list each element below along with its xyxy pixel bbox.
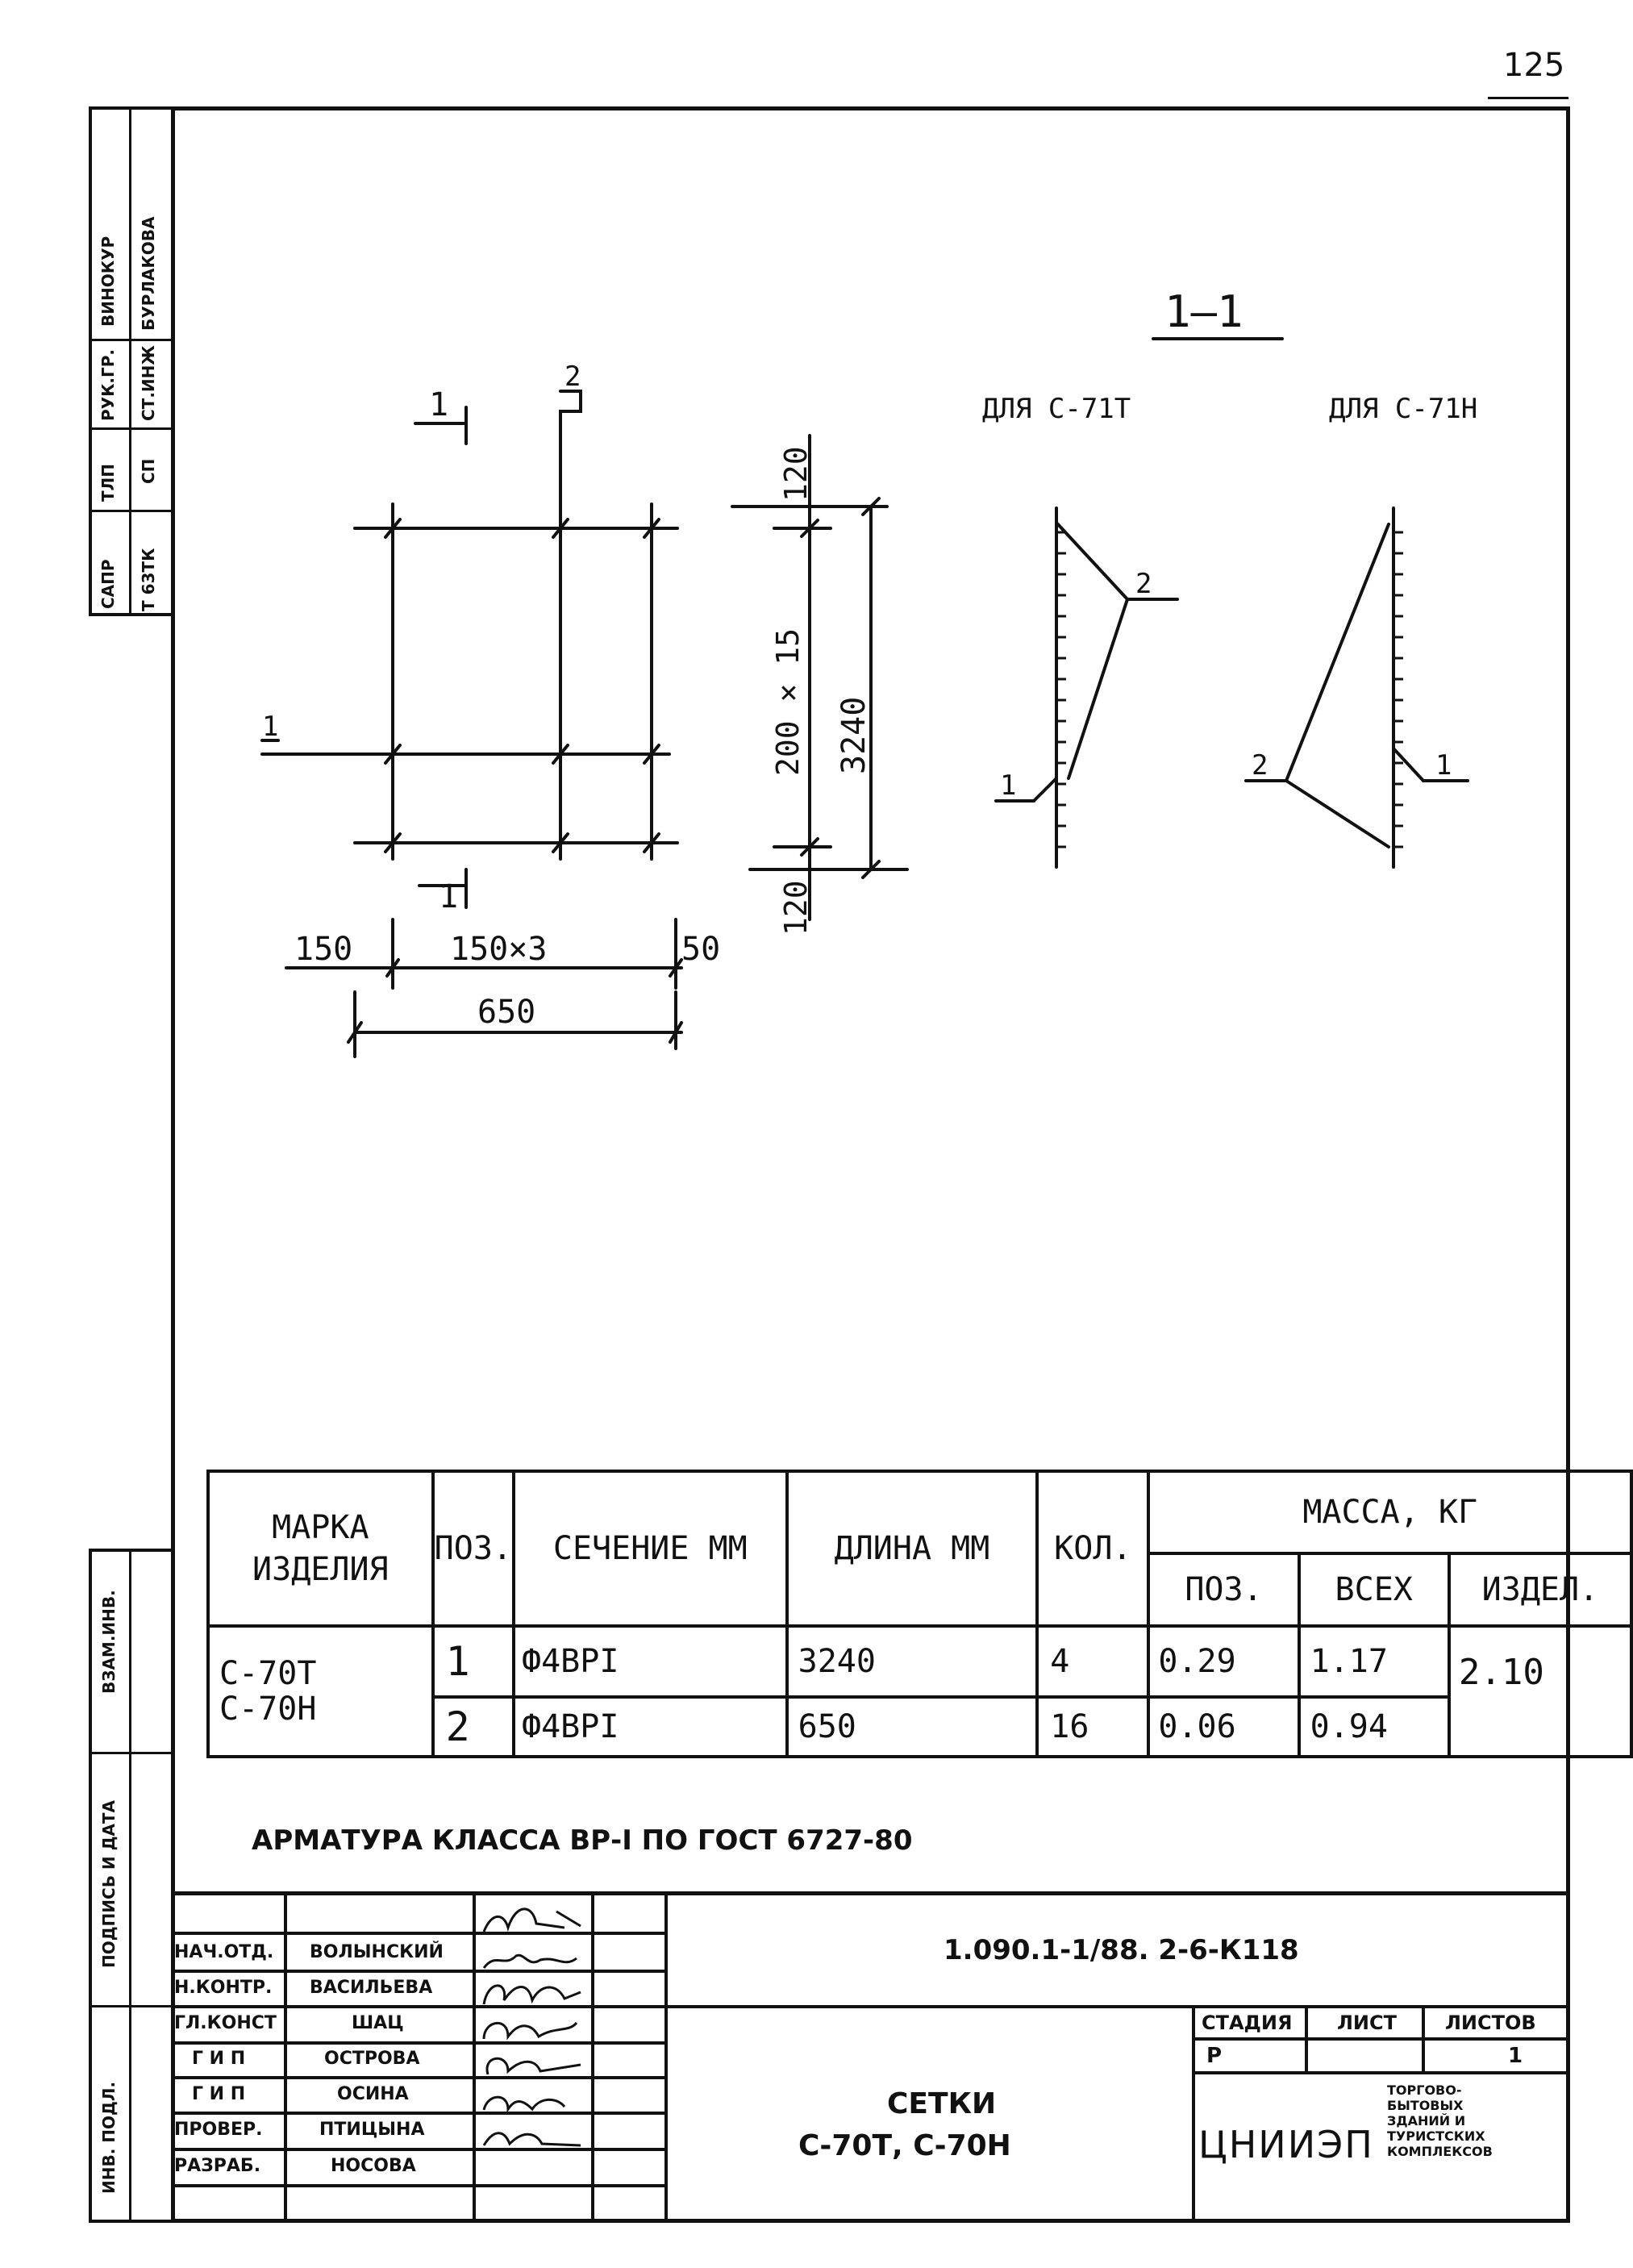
rod-ticks-right	[1393, 531, 1403, 848]
section-mark-top-label: 1	[429, 386, 448, 423]
name-4: ОСИНА	[337, 2084, 409, 2104]
role-4: Г И П	[192, 2084, 246, 2104]
label-for-c71h: ДЛЯ С-71Н	[1329, 393, 1477, 425]
pos1-label-c71h: 1	[1435, 749, 1452, 782]
org-sub-0: ТОРГОВО-	[1387, 2082, 1462, 2098]
th-mark: МАРКА ИЗДЕЛИЯ	[206, 1470, 435, 1628]
dim-650: 650	[477, 994, 535, 1031]
left-bottom-stamp-divider-h1	[89, 1752, 171, 1754]
sheets-value: 1	[1508, 2044, 1523, 2068]
th-section: СЕЧЕНИЕ ММ	[511, 1470, 789, 1628]
section-title: 1—1	[1164, 286, 1243, 337]
cell-section: Ф4ВРI	[511, 1624, 789, 1699]
name-3: ОСТРОВА	[324, 2049, 420, 2069]
th-qty: КОЛ.	[1035, 1470, 1151, 1628]
role-5: ПРОВЕР.	[174, 2120, 263, 2140]
name-6: НОСОВА	[331, 2156, 416, 2176]
name-1: ВАСИЛЬЕВА	[310, 1978, 433, 1998]
org-sub-3: ТУРИСТСКИХ	[1387, 2128, 1485, 2144]
organization-name: ЦНИИЭП	[1198, 2123, 1374, 2166]
sheet-number: 125	[1503, 47, 1565, 84]
th-length: ДЛИНА ММ	[785, 1470, 1039, 1628]
left-bottom-stamp-divider-v	[129, 1549, 131, 2223]
left-bottom-stamp-divider-h2	[89, 2005, 171, 2007]
sheet-number-underline	[1488, 97, 1568, 99]
mark-line-1: С-70Т	[219, 1655, 317, 1692]
dim-200x15: 200 × 15	[770, 628, 806, 776]
cell-mass-pos: 0.06	[1147, 1695, 1301, 1758]
cell-mass-all: 0.94	[1297, 1695, 1451, 1758]
pos2-label-c71h: 2	[1252, 749, 1268, 782]
cell-qty: 16	[1035, 1695, 1151, 1758]
th-pos: ПОЗ.	[431, 1470, 515, 1628]
dim-120-top: 120	[778, 446, 814, 502]
name-0: ВОЛЫНСКИЙ	[310, 1942, 444, 1962]
pos2-label-c71t: 2	[1135, 568, 1152, 600]
document-code: 1.090.1-1/88. 2-6-К118	[944, 1934, 1299, 1966]
role-0: НАЧ.ОТД.	[174, 1942, 274, 1962]
role-1: Н.КОНТР.	[174, 1978, 273, 1998]
cell-mass-pos: 0.29	[1147, 1624, 1301, 1699]
role-3: Г И П	[192, 2049, 246, 2069]
name-5: ПТИЦЫНА	[319, 2120, 425, 2140]
org-sub-1: БЫТОВЫХ	[1387, 2098, 1464, 2113]
label-for-c71t: ДЛЯ С-71Т	[982, 393, 1131, 425]
org-sub-2: ЗДАНИЙ И	[1387, 2113, 1466, 2128]
th-mass-pos: ПОЗ.	[1147, 1552, 1301, 1628]
dim-120-bottom: 120	[778, 880, 814, 936]
drawing-name-line-2: С-70Т, С-70Н	[798, 2129, 1011, 2162]
cell-length: 3240	[785, 1624, 1039, 1699]
th-mass-item: ИЗДЕЛ.	[1447, 1552, 1633, 1628]
section-mark-bottom-label: 1	[439, 878, 458, 915]
name-2: ШАЦ	[352, 2013, 404, 2033]
cell-mark: С-70Т С-70Н	[206, 1624, 435, 1758]
dim-150: 150	[294, 931, 352, 968]
cell-length: 650	[785, 1695, 1039, 1758]
role-6: РАЗРАБ.	[174, 2156, 261, 2176]
th-mass: МАССА, КГ	[1147, 1470, 1633, 1555]
cell-mass-all: 1.17	[1297, 1624, 1451, 1699]
cell-pos: 2	[431, 1695, 515, 1758]
dim-3240: 3240	[835, 697, 873, 774]
left-top-stamp-divider-h1	[89, 339, 171, 341]
reinforcement-note: АРМАТУРА КЛАССА ВР-I ПО ГОСТ 6727-80	[252, 1824, 913, 1857]
rod-ticks-left	[1056, 531, 1066, 848]
th-mass-all: ВСЕХ	[1297, 1552, 1451, 1628]
role-2: ГЛ.КОНСТ	[174, 2013, 277, 2033]
dim-150x3: 150×3	[450, 931, 547, 968]
left-top-stamp-divider-h2	[89, 427, 171, 430]
cell-pos: 1	[431, 1624, 515, 1699]
specification-table: МАРКА ИЗДЕЛИЯ ПОЗ. СЕЧЕНИЕ ММ ДЛИНА ММ К…	[206, 1470, 1633, 1758]
sheets-label: ЛИСТОВ	[1445, 2012, 1536, 2034]
cell-section: Ф4ВРI	[511, 1695, 789, 1758]
drawing-name-line-1: СЕТКИ	[887, 2087, 997, 2120]
pos1-label-plan: 1	[262, 711, 278, 743]
cell-mass-item: 2.10	[1447, 1624, 1633, 1758]
stage-value: Р	[1206, 2044, 1223, 2068]
left-top-stamp-divider-h3	[89, 510, 171, 512]
sheet-label: ЛИСТ	[1337, 2012, 1398, 2034]
dim-50: 50	[681, 931, 720, 968]
cell-qty: 4	[1035, 1624, 1151, 1699]
pos1-label-c71t: 1	[1000, 769, 1016, 802]
drawing-frame	[171, 106, 1570, 2223]
stage-label: СТАДИЯ	[1202, 2012, 1293, 2034]
signatures	[482, 1907, 581, 2147]
organization-subtitle: ТОРГОВО- БЫТОВЫХ ЗДАНИЙ И ТУРИСТСКИХ КОМ…	[1387, 2082, 1493, 2159]
org-sub-4: КОМПЛЕКСОВ	[1387, 2144, 1493, 2159]
table-row: 2 Ф4ВРI 650 16 0.06 0.94	[208, 1695, 1631, 1758]
table-row: С-70Т С-70Н 1 Ф4ВРI 3240 4 0.29 1.17 2.1…	[206, 1624, 1633, 1758]
title-block	[171, 1891, 1570, 2223]
left-top-stamp-divider-v	[129, 106, 131, 616]
pos2-label-plan: 2	[564, 361, 581, 393]
mark-line-2: С-70Н	[219, 1691, 317, 1728]
